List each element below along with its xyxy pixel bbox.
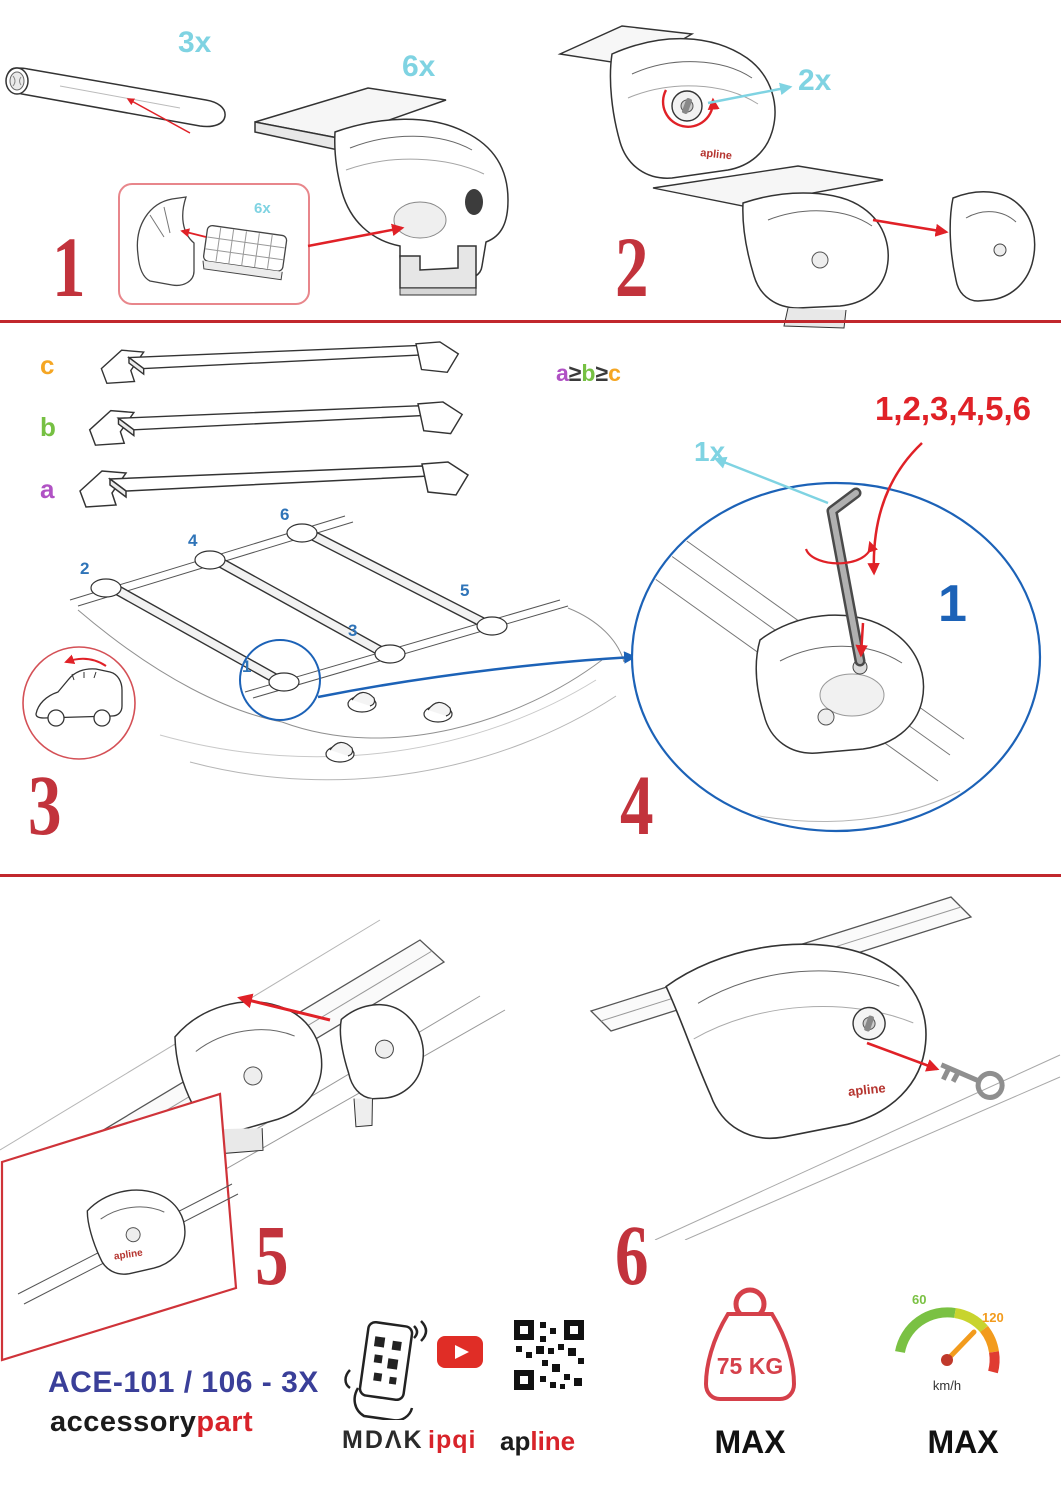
step3-number: 3 bbox=[28, 757, 62, 853]
apline-logo-black: ap bbox=[500, 1426, 531, 1456]
position-label-4: 4 bbox=[188, 531, 198, 550]
position-label-6: 6 bbox=[280, 505, 289, 524]
loose-clamp bbox=[339, 1003, 425, 1128]
apline-logo: apline bbox=[500, 1426, 575, 1457]
size-order-text: a≥b≥c bbox=[556, 362, 621, 385]
step6-number: 6 bbox=[615, 1207, 649, 1303]
brand-wordmark: accessorypart bbox=[50, 1406, 253, 1439]
max-weight-value: 75 KG bbox=[717, 1353, 783, 1379]
order-a: a bbox=[556, 360, 569, 386]
step1-number: 1 bbox=[52, 219, 86, 315]
brand-wordmark-red: part bbox=[196, 1406, 254, 1438]
bolt-pointer-arrow bbox=[855, 622, 868, 658]
speedometer-needle bbox=[944, 1329, 977, 1363]
inset-to-foot-arrow bbox=[307, 223, 405, 248]
speed-low-label: 60 bbox=[912, 1292, 926, 1307]
tightening-detail-illustration: 1 bbox=[630, 442, 1042, 833]
size-label-b: b bbox=[40, 412, 56, 442]
lock-key-illustration-step6: apline bbox=[589, 896, 1061, 1240]
pad-quantity-label: 6x bbox=[254, 200, 271, 217]
position1-highlight-circle bbox=[239, 639, 321, 721]
order-ge2: ≥ bbox=[595, 360, 609, 386]
foot-brand-label: apline bbox=[847, 1080, 886, 1099]
position-label-5: 5 bbox=[460, 581, 469, 600]
lock-quantity-label: 2x bbox=[798, 64, 832, 97]
cover-slide-arrow bbox=[872, 218, 949, 237]
tightening-sequence-label: 1,2,3,4,5,6 bbox=[875, 390, 1031, 427]
weight-max-label: MAX bbox=[714, 1424, 786, 1460]
foot-lock-illustration-step2: apline bbox=[557, 25, 776, 179]
bar-quantity-label: 3x bbox=[178, 26, 212, 59]
phone-qr-scan-icon bbox=[344, 1320, 428, 1420]
section-divider-1 bbox=[0, 320, 1061, 323]
crossbar-sizes-illustration bbox=[79, 341, 469, 508]
position-label-3: 3 bbox=[348, 621, 357, 640]
locked-foot-inset: apline bbox=[0, 1092, 239, 1362]
bar-end-feet bbox=[90, 523, 508, 692]
ipqi-logo: ipqi bbox=[428, 1426, 477, 1454]
crossbar-tube-illustration bbox=[5, 67, 226, 128]
inset-foot: apline bbox=[86, 1189, 186, 1275]
position-label-2: 2 bbox=[80, 559, 89, 578]
rubber-pad-inset: 6x bbox=[118, 183, 310, 305]
mdak-logo: MDΛK bbox=[342, 1426, 424, 1454]
brand-wordmark-black: accessory bbox=[50, 1406, 197, 1438]
clamp-insert-arrow bbox=[237, 993, 331, 1022]
tube-pointer-arrow bbox=[126, 98, 191, 134]
lock-rotation-arrow bbox=[661, 89, 720, 128]
apline-logo-red: line bbox=[530, 1426, 576, 1456]
sequence-step-highlight: 1 bbox=[938, 575, 967, 633]
brand-patch bbox=[465, 189, 483, 215]
sequence-curve-arrow bbox=[867, 442, 923, 576]
section-divider-2 bbox=[0, 874, 1061, 877]
position-label-1: 1 bbox=[242, 657, 251, 676]
order-ge1: ≥ bbox=[568, 360, 582, 386]
lock-quantity-arrow bbox=[707, 82, 793, 105]
foot-quantity-label: 6x bbox=[402, 50, 436, 83]
inset-foot-brand-label: apline bbox=[113, 1248, 144, 1263]
speedometer-icon: 60 120 km/h bbox=[895, 1292, 1004, 1393]
car-direction-arrow bbox=[64, 654, 107, 667]
max-weight-icon: 75 KG bbox=[703, 1287, 797, 1401]
key-insert-arrow bbox=[866, 1041, 940, 1072]
tool-quantity-arrow bbox=[713, 456, 829, 505]
order-c: c bbox=[608, 360, 621, 386]
bar-cover-assembly-step2 bbox=[652, 165, 1036, 329]
key-icon bbox=[940, 1062, 1005, 1100]
foot-brand-label: apline bbox=[700, 147, 733, 162]
rubber-pad-illustration bbox=[136, 196, 288, 287]
step5-number: 5 bbox=[255, 1207, 289, 1303]
order-b: b bbox=[581, 360, 596, 386]
detail-pointer-arrow bbox=[317, 651, 637, 699]
speed-max-label: MAX bbox=[927, 1424, 999, 1460]
step4-number: 4 bbox=[620, 757, 654, 853]
loose-feet bbox=[325, 691, 453, 763]
speed-high-label: 120 bbox=[982, 1310, 1004, 1325]
foot-with-lock: apline bbox=[665, 943, 927, 1139]
size-label-c: c bbox=[40, 350, 55, 380]
key-rotation-arrow bbox=[804, 540, 878, 565]
model-number: ACE-101 / 106 - 3X bbox=[48, 1366, 319, 1399]
size-label-a: a bbox=[40, 474, 55, 504]
foot-illustration-step1 bbox=[254, 87, 509, 296]
youtube-icon bbox=[437, 1336, 483, 1368]
allen-key-icon bbox=[826, 487, 866, 667]
speed-unit-label: km/h bbox=[933, 1378, 961, 1393]
car-inset-illustration bbox=[22, 646, 136, 760]
qr-code-icon bbox=[512, 1318, 586, 1392]
roof-mounting-illustration: 2 4 6 1 3 5 bbox=[69, 505, 625, 781]
step2-number: 2 bbox=[615, 219, 649, 315]
